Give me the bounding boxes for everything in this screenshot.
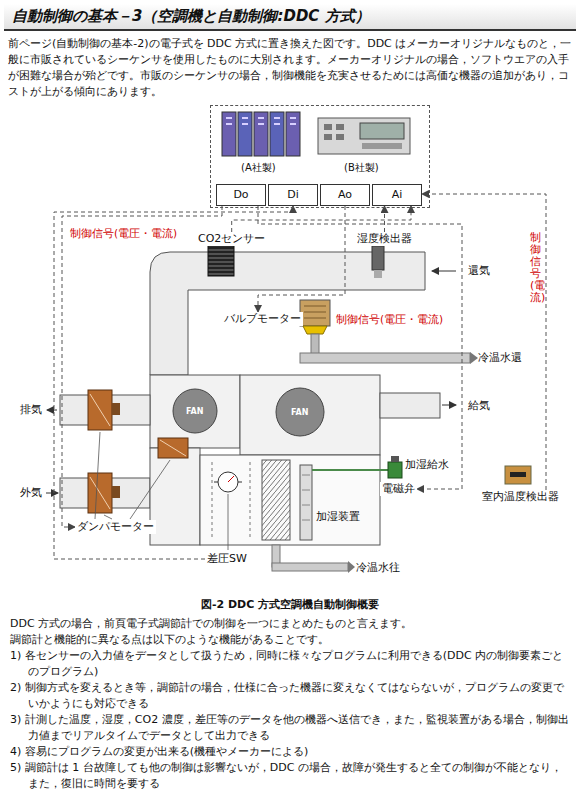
flow-arrow: [432, 271, 456, 272]
io-terminal: Ao: [320, 184, 370, 206]
air-label: 外気: [20, 486, 42, 500]
actuator-label: バルブモーター: [222, 312, 303, 326]
list-item: 2) 制御方式を変えるとき等，調節計の場合，仕様に合った機器に変えなくてはならな…: [10, 680, 570, 712]
flow-arrow: [348, 561, 355, 573]
signal-line: [54, 206, 293, 559]
list-item: 4) 容易にプログラムの変更が出来る(機種やメーカーによる): [10, 744, 570, 760]
pipe-label: 冷温水往: [356, 561, 400, 575]
node-text: 差圧SW: [207, 552, 247, 565]
node-text: バルブモーター: [224, 312, 301, 325]
page-title: 自動制御の基本－3（空調機と自動制御:DDC 方式）: [4, 4, 576, 31]
solenoid-valve: [388, 456, 402, 478]
list-item: 3) 計測した温度，湿度，CO2 濃度，差圧等のデータを他の機器へ送信でき，また…: [10, 712, 570, 744]
fan-symbol: [276, 388, 324, 436]
switch-label: 差圧SW: [205, 552, 249, 566]
node-text: 湿度検出器: [357, 232, 412, 245]
body-line: 調節計と機能的に異なる点は以下のような機能があることです。: [10, 632, 570, 648]
node-text: (B社製): [344, 161, 379, 175]
node-text: ダンパモーター: [77, 520, 154, 533]
flow-arrow: [470, 352, 478, 364]
node-text: Di: [287, 188, 299, 201]
fan-symbol: [173, 389, 217, 433]
flow-arrow: [47, 410, 57, 411]
air-label: 排気: [20, 403, 42, 417]
ddc-unit-b: [318, 118, 410, 154]
pipe-label: 冷温水還: [478, 351, 522, 365]
list-item: 5) 調節計は 1 台故障しても他の制御は影響ないが，DDC の場合，故障が発生…: [10, 760, 570, 792]
node-text: Ao: [338, 188, 352, 201]
flow-arrow: [442, 405, 456, 406]
part-label: 加湿装置: [316, 510, 360, 524]
valve-label: 電磁弁: [380, 482, 417, 496]
intro-paragraph: 前ページ(自動制御の基本-2)の電子式を DDC 方式に置き換えた図です。DDC…: [8, 36, 572, 100]
signal-line: [258, 206, 462, 489]
signal-line: [258, 206, 345, 312]
chw-return-pipe: [300, 353, 470, 363]
supply-fan-box: [240, 375, 380, 455]
body-line: DDC 方式の場合，前頁電子式調節計での制御を一つにまとめたものと言えます。: [10, 616, 570, 632]
node-text: Ai: [392, 188, 403, 201]
signal-line: [62, 206, 222, 527]
signal-line: [422, 194, 546, 490]
body-text: DDC 方式の場合，前頁電子式調節計での制御を一つにまとめたものと言えます。調節…: [10, 616, 570, 792]
supply-duct: [380, 393, 440, 418]
actuator-label: ダンパモーター: [75, 520, 156, 534]
signal-label: 制御信号(電圧・電流): [70, 226, 177, 240]
node-text: 室内温度検出器: [482, 490, 559, 503]
node-text: (A社製): [241, 161, 276, 175]
co2-sensor: [208, 246, 234, 276]
air-label: 給気: [468, 399, 490, 413]
node-text: 電磁弁: [382, 482, 415, 495]
water-pipe: [312, 469, 388, 471]
valve-motor: [300, 300, 330, 334]
diff-pressure-gauge: [214, 472, 242, 492]
signal-line: [384, 206, 385, 232]
sensor-label: 室内温度検出器: [480, 490, 561, 504]
sensor-label: 湿度検出器: [355, 232, 414, 246]
humidity-sensor: [372, 246, 384, 278]
fan-label: FAN: [186, 407, 203, 416]
io-terminal: Di: [268, 184, 318, 206]
sensor-label: CO2センサー: [196, 232, 267, 246]
damper: [158, 438, 188, 458]
room-temp-sensor: [505, 466, 531, 484]
fan-label: FAN: [291, 408, 308, 417]
signal-label: 制御信号(電流): [530, 232, 541, 305]
io-terminal: Ai: [372, 184, 422, 206]
chw-supply-pipe: [272, 563, 348, 571]
air-label: 還気: [468, 264, 490, 278]
leader-line: [228, 494, 229, 550]
flow-arrow: [46, 493, 58, 494]
node-text: Do: [233, 188, 248, 201]
signal-label: 制御信号(電圧・電流): [336, 312, 443, 326]
node-text: CO2センサー: [198, 232, 265, 245]
list-item: 1) 各センサーの入力値をデータとして扱うため，同時に様々なプログラムに利用でき…: [10, 648, 570, 680]
figure-caption: 図-2 DDC 方式空調機自動制御概要: [0, 597, 580, 612]
pipe-label: 加湿給水: [405, 458, 449, 472]
mixing-box: [150, 448, 200, 545]
exhaust-fan-box: [150, 375, 240, 448]
coil: [262, 460, 290, 540]
ahu-casing: [200, 455, 380, 545]
leader-line: [95, 432, 170, 519]
signal-line: [232, 206, 411, 232]
pipe: [311, 334, 319, 354]
ddc-unit-a: [222, 112, 300, 156]
io-terminal: Do: [216, 184, 266, 206]
ddc-panel: (A社製) (B社製) Do Di Ao Ai: [210, 105, 430, 208]
damper: [88, 390, 120, 513]
filter: [212, 462, 250, 540]
humidifier: [300, 465, 312, 540]
